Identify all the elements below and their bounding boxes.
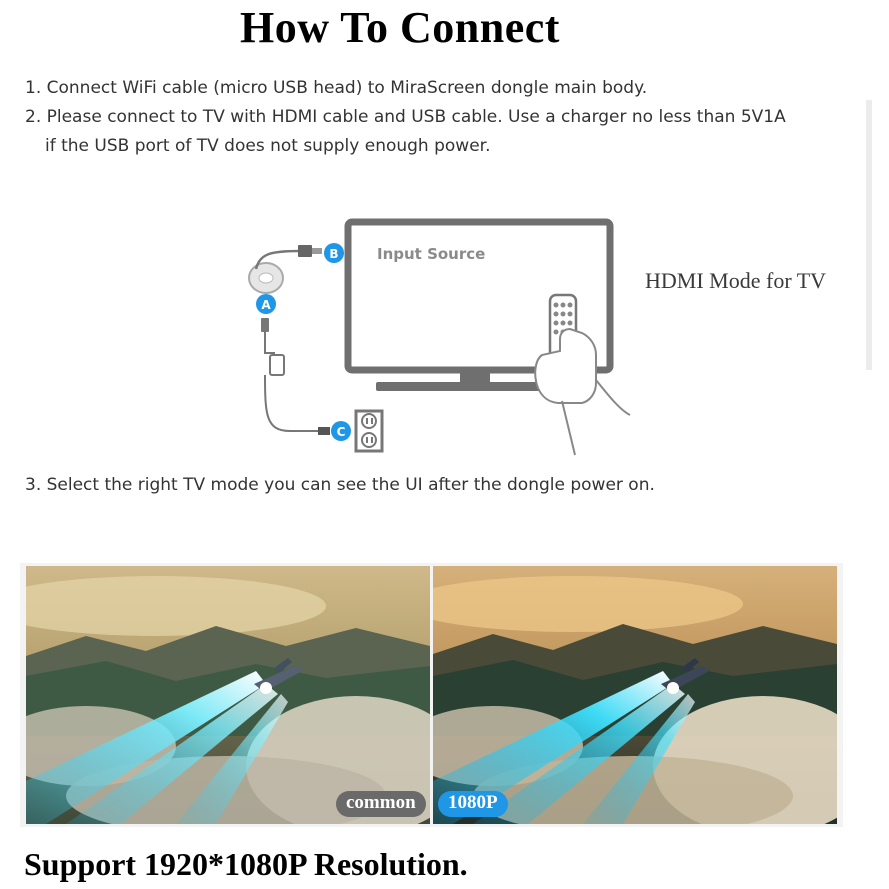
1080p-quality-image xyxy=(433,566,837,824)
step-2-text: 2. Please connect to TV with HDMI cable … xyxy=(25,107,786,127)
tv-icon xyxy=(344,218,614,391)
connection-diagram: Input Source B A C xyxy=(248,218,631,456)
marker-c: C xyxy=(331,421,351,441)
marker-a: A xyxy=(256,294,276,314)
dongle-icon xyxy=(248,262,284,294)
svg-text:C: C xyxy=(337,425,346,439)
usb-plug-icon xyxy=(318,427,330,435)
page-title: How To Connect xyxy=(240,3,560,52)
side-divider xyxy=(866,100,872,370)
resolution-footer-text: Support 1920*1080P Resolution. xyxy=(24,846,468,882)
step-3-text: 3. Select the right TV mode you can see … xyxy=(25,475,655,495)
common-quality-image xyxy=(26,566,430,824)
marker-b: B xyxy=(324,243,344,263)
hdmi-mode-label: HDMI Mode for TV xyxy=(645,268,827,293)
common-label-badge: common xyxy=(336,791,426,817)
micro-usb-plug-icon xyxy=(261,318,269,332)
tv-screen-text: Input Source xyxy=(377,245,485,263)
hand-icon xyxy=(534,327,631,456)
step-1-text: 1. Connect WiFi cable (micro USB head) t… xyxy=(25,78,648,98)
svg-text:B: B xyxy=(329,247,338,261)
step-2-continuation-text: if the USB port of TV does not supply en… xyxy=(45,136,491,156)
hdmi-plug-icon xyxy=(298,245,312,257)
svg-text:A: A xyxy=(261,298,271,312)
wall-outlet-icon xyxy=(354,409,384,453)
1080p-label-badge: 1080P xyxy=(438,791,508,817)
